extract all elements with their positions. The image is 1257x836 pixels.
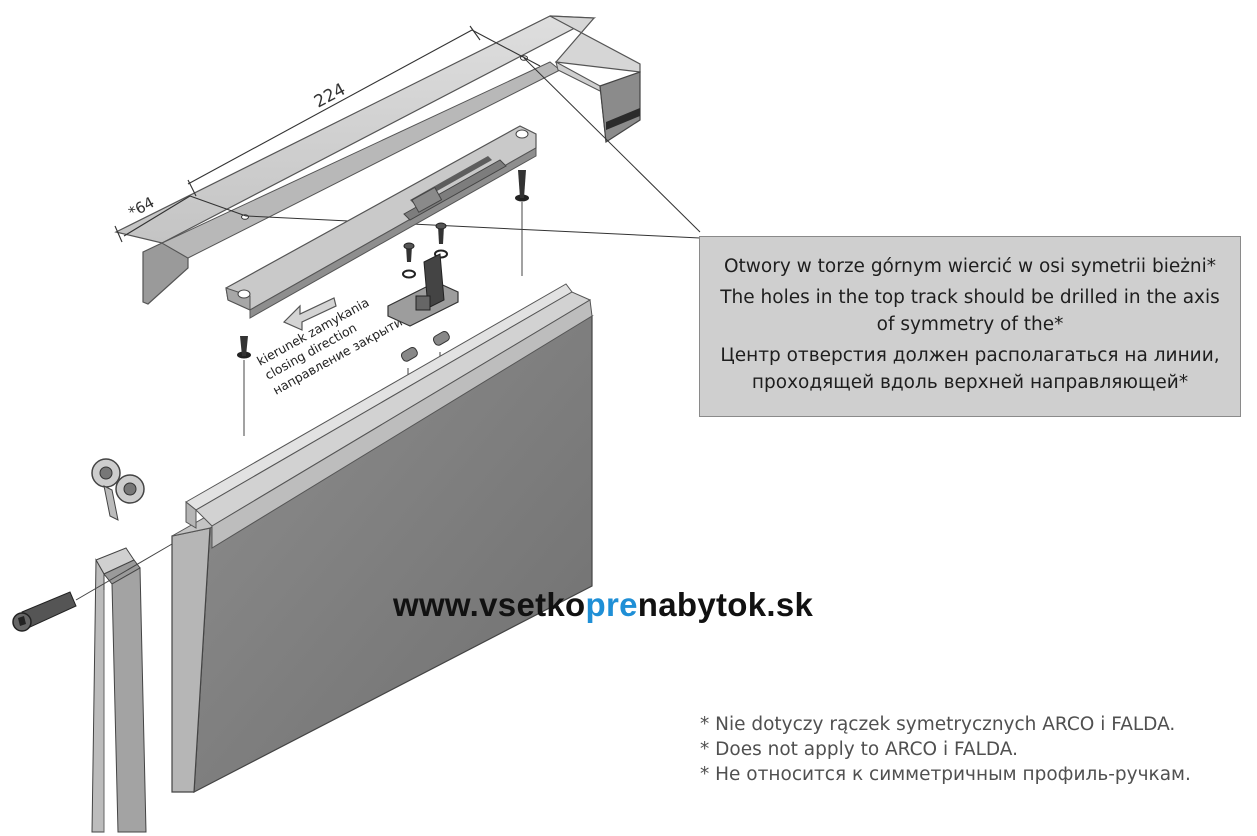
website-watermark: www.vsetkoprenabytok.sk bbox=[393, 586, 813, 624]
door-panel bbox=[171, 314, 594, 794]
drilling-note-callout: Otwory w torze górnym wiercić w osi syme… bbox=[699, 236, 1241, 417]
callout-text-polish: Otwory w torze górnym wiercić w osi syme… bbox=[723, 256, 1217, 277]
screw-left bbox=[237, 336, 251, 436]
footnotes: * Nie dotyczy rączek symetrycznych ARCO … bbox=[700, 712, 1191, 787]
long-screw bbox=[12, 543, 173, 632]
footnote-polish: * Nie dotyczy rączek symetrycznych ARCO … bbox=[700, 714, 1176, 735]
dimension-lines bbox=[114, 25, 541, 243]
callout-leader-lines bbox=[245, 57, 701, 239]
soft-close-damper bbox=[225, 125, 537, 319]
top-track bbox=[114, 15, 641, 305]
footnote-english: * Does not apply to ARCO i FALDA. bbox=[700, 739, 1019, 760]
watermark-part-2: pre bbox=[585, 586, 638, 623]
closing-direction-arrow bbox=[282, 297, 337, 331]
footnote-russian: * Не относится к симметричным профиль-ру… bbox=[700, 764, 1191, 785]
watermark-part-3: nabytok.sk bbox=[637, 586, 814, 623]
watermark-part-1: www.vsetko bbox=[393, 586, 586, 623]
handle-profile bbox=[91, 547, 147, 833]
callout-text-russian: Центр отверстия должен располагаться на … bbox=[720, 345, 1220, 393]
callout-text-english: The holes in the top track should be dri… bbox=[720, 287, 1220, 335]
small-screws bbox=[402, 222, 448, 279]
activator-bracket bbox=[387, 253, 459, 327]
wheel-carriage bbox=[91, 458, 145, 521]
door-top-profile bbox=[185, 283, 593, 549]
screw-right bbox=[515, 170, 529, 276]
